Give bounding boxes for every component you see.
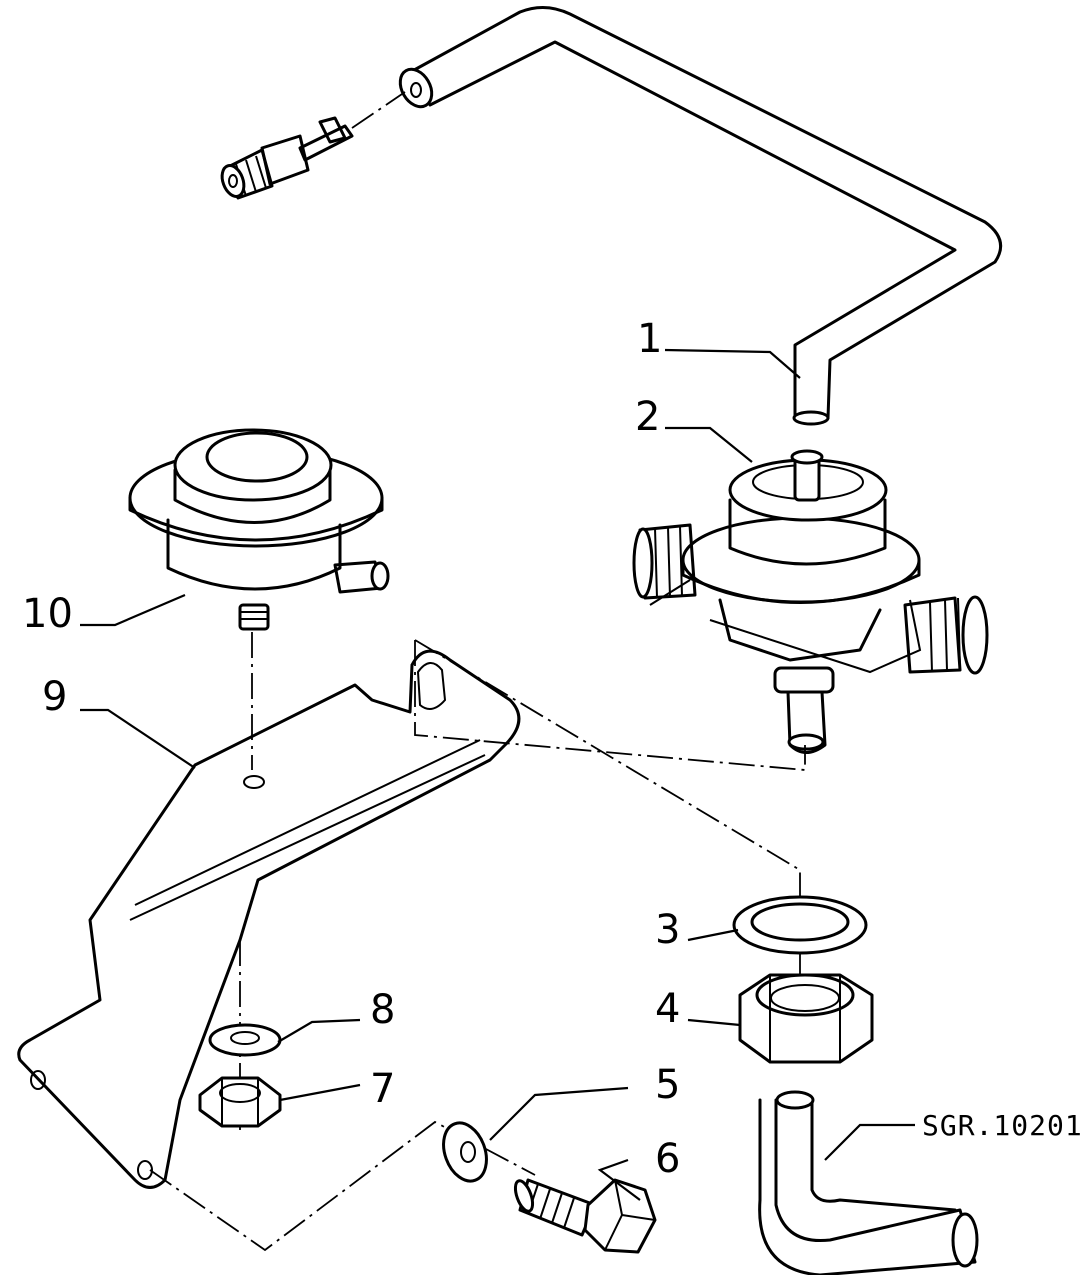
hose-connector-axis	[351, 91, 406, 129]
callout-3: 3	[655, 907, 680, 953]
part-5-bolt-washer[interactable]	[436, 1117, 494, 1187]
hose-elbow-bottom[interactable]	[758, 1090, 979, 1275]
callout-9: 9	[42, 674, 67, 720]
callout-10: 10	[22, 591, 73, 637]
part-3-sealing-washer[interactable]	[732, 895, 868, 955]
part-6-hex-bolt[interactable]	[512, 1178, 657, 1254]
callout-6: 6	[655, 1136, 680, 1182]
callout-1: 1	[637, 316, 662, 362]
bracket-to-washer-axis	[414, 639, 801, 1020]
callout-4: 4	[655, 986, 680, 1032]
part-10-vacuum-capsule[interactable]	[128, 428, 390, 631]
part-4-union-nut[interactable]	[738, 973, 874, 1064]
part-1-vacuum-hose[interactable]	[394, 6, 1003, 426]
leader-lines	[80, 348, 915, 1201]
part-7-hex-nut[interactable]	[198, 1076, 282, 1128]
callout-2: 2	[635, 394, 660, 440]
hose-connector-fitting[interactable]	[218, 116, 354, 200]
callout-7: 7	[370, 1066, 395, 1112]
drawing-code: SGR.10201	[922, 1109, 1080, 1142]
bolt-axis	[149, 1120, 536, 1252]
callout-5: 5	[655, 1062, 680, 1108]
bracket-to-regulator-axis	[414, 640, 806, 771]
part-8-flat-washer[interactable]	[208, 1023, 282, 1057]
part-2-pressure-regulator[interactable]	[632, 449, 989, 754]
part-9-mounting-bracket[interactable]	[17, 649, 521, 1189]
callout-8: 8	[370, 987, 395, 1033]
